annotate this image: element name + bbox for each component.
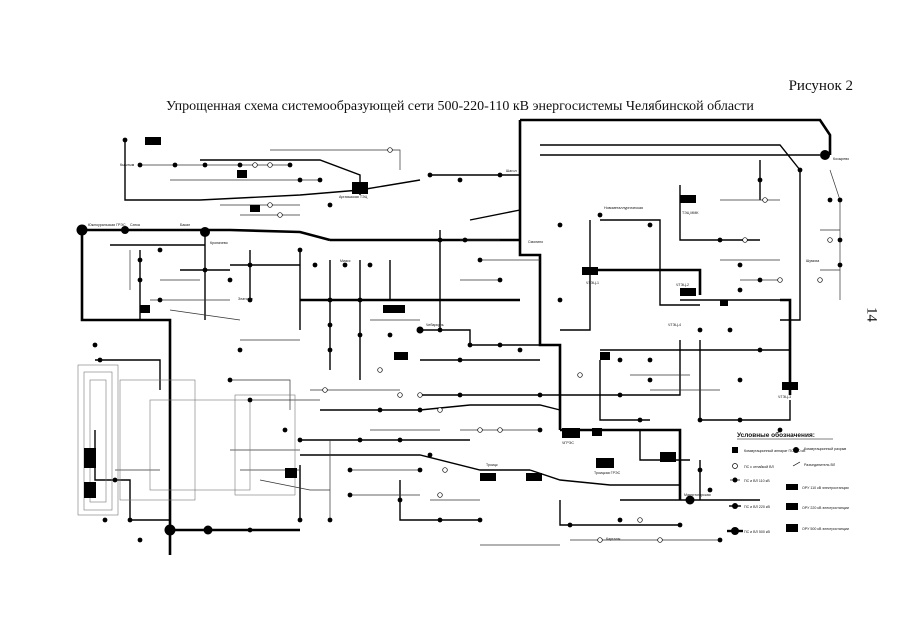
- legend: Условные обозначения: Коммутационный апп…: [727, 431, 849, 535]
- legend-item: ПС и ВЛ 220 кВ: [744, 505, 770, 509]
- page-title: Упрощенная схема системообразующей сети …: [166, 99, 754, 114]
- figure-label: Рисунок 2: [788, 78, 853, 94]
- station-label: ЧГРЭС: [562, 441, 574, 445]
- station-label: ТЭЦ ММК: [682, 211, 699, 215]
- legend-item: ПС и ВЛ 500 кВ: [744, 530, 770, 534]
- legend-item: ОРУ 220 кВ электростанции: [802, 506, 849, 510]
- legend-switch-icon: [732, 447, 738, 453]
- station-labels: Южноуральская ГРЭС ЧТЭЦ-1 ЧТЭЦ-2 ЧТЭЦ-3 …: [88, 157, 849, 541]
- station-label: Южноуральская ГРЭС: [88, 223, 126, 227]
- station-label: ЧТЭЦ-4: [668, 323, 681, 327]
- legend-oru500-icon: [786, 524, 798, 532]
- station-label: ЧТЭЦ-2: [676, 283, 689, 287]
- station-label: Аргаяшская ТЭЦ: [339, 195, 368, 199]
- legend-item: Коммутационный аппарат ПС 110 кВ: [744, 449, 806, 453]
- substation-taps: [252, 147, 833, 543]
- legend-item: ПС и ВЛ 110 кВ: [744, 479, 770, 483]
- station-label: Златоуст: [238, 297, 253, 301]
- legend-oru110-icon: [786, 484, 798, 490]
- station-label: ЧТЭЦ-1: [586, 281, 599, 285]
- station-label: Шагол: [506, 169, 517, 173]
- station-label: Шумиха: [806, 259, 819, 263]
- station-label: Троицк: [486, 463, 498, 467]
- legend-item: ПС с отпайкой ВЛ: [744, 465, 774, 469]
- station-label: Троицкая ГРЭС: [594, 471, 621, 475]
- legend-oru220-icon: [786, 503, 798, 510]
- station-label: Карталы: [606, 537, 621, 541]
- station-label: Магнитогорская: [684, 493, 711, 497]
- station-label: Чебаркуль: [426, 323, 444, 327]
- station-label: Новометаллургическая: [604, 206, 643, 210]
- dense-area: [77, 364, 296, 516]
- legend-item: ОРУ 110 кВ электростанции: [802, 486, 849, 490]
- legend-item: ОРУ 500 кВ электростанции: [802, 527, 849, 531]
- legend-item: Разъединитель ВЛ: [804, 463, 836, 467]
- station-label: Бакал: [180, 223, 190, 227]
- legend-title: Условные обозначения:: [737, 431, 815, 439]
- legend-break-icon: [793, 447, 799, 453]
- station-label: Кыштым: [120, 163, 135, 167]
- station-label: ЧТЭЦ-3: [778, 395, 791, 399]
- lines-220kv: [94, 140, 820, 526]
- station-label: Козырево: [833, 157, 849, 161]
- legend-item: Коммутационный разрыв: [804, 447, 846, 451]
- lines-110kv: [115, 149, 841, 546]
- station-label: Миасс: [340, 259, 351, 263]
- legend-tap-icon: [732, 463, 738, 469]
- station-label: Смолино: [528, 240, 543, 244]
- substations-500kv: [76, 150, 830, 536]
- power-stations: [84, 137, 798, 498]
- legend-disconnector-icon: [792, 461, 801, 467]
- station-label: Кропачево: [210, 241, 228, 245]
- substations-220kv: [92, 137, 843, 543]
- station-label: Сатка: [130, 223, 140, 227]
